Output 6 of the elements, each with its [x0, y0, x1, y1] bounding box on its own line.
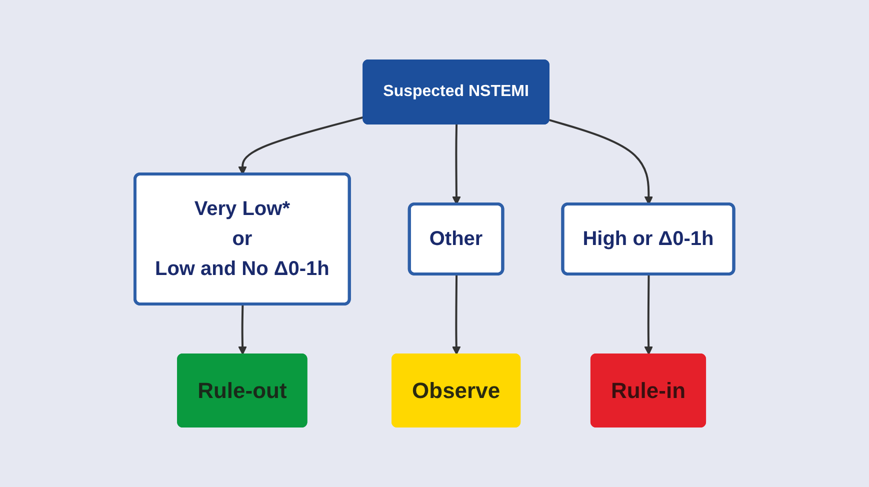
arrow	[452, 274, 461, 355]
arrow	[238, 116, 364, 175]
arrow	[452, 124, 461, 205]
arrow	[549, 119, 654, 205]
arrow	[238, 304, 248, 355]
arrow	[644, 274, 654, 355]
